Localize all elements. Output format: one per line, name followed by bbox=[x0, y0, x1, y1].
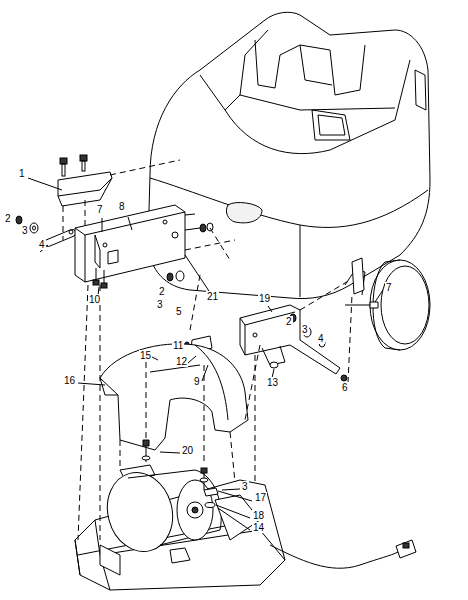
callout-number: 11 bbox=[172, 340, 184, 351]
leader-lines bbox=[28, 178, 383, 530]
callout-number: 14 bbox=[252, 522, 265, 533]
callout-number: 7 bbox=[385, 282, 393, 293]
side-bracket bbox=[352, 258, 364, 294]
callout-number: 6 bbox=[341, 382, 349, 393]
callout-number: 2 bbox=[158, 286, 166, 297]
motor-brush-assembly bbox=[75, 465, 285, 590]
callout-number: 3 bbox=[301, 324, 309, 335]
callout-number: 17 bbox=[254, 492, 267, 503]
callout-number: 4 bbox=[317, 333, 325, 344]
bracket-cover bbox=[58, 155, 112, 206]
callout-number: 21 bbox=[206, 291, 219, 302]
mount-plate bbox=[75, 205, 213, 288]
washer-set bbox=[16, 216, 76, 246]
callout-number: 3 bbox=[21, 225, 29, 236]
assembly-lines bbox=[63, 160, 352, 540]
power-cord bbox=[270, 540, 416, 568]
callout-number: 4 bbox=[38, 239, 46, 250]
callout-number: 2 bbox=[285, 316, 293, 327]
callout-number: 13 bbox=[266, 377, 279, 388]
hood-cover bbox=[100, 344, 248, 450]
callout-number: 3 bbox=[156, 299, 164, 310]
bracket-19 bbox=[240, 305, 347, 381]
callout-number: 1 bbox=[18, 168, 26, 179]
callout-number: 2 bbox=[4, 213, 12, 224]
callout-number: 16 bbox=[63, 375, 76, 386]
hardware bbox=[142, 440, 218, 508]
callout-number: 20 bbox=[181, 445, 194, 456]
callout-number: 12 bbox=[175, 356, 188, 367]
callout-number: 18 bbox=[252, 510, 265, 521]
callout-number: 19 bbox=[258, 293, 271, 304]
tank-body bbox=[148, 12, 430, 298]
callout-number: 3 bbox=[241, 481, 249, 492]
callout-number: 8 bbox=[118, 201, 126, 212]
callout-number: 10 bbox=[88, 294, 101, 305]
callout-number: 7 bbox=[96, 204, 104, 215]
callout-number: 9 bbox=[193, 376, 201, 387]
callout-number: 5 bbox=[175, 306, 183, 317]
callout-number: 15 bbox=[139, 350, 152, 361]
